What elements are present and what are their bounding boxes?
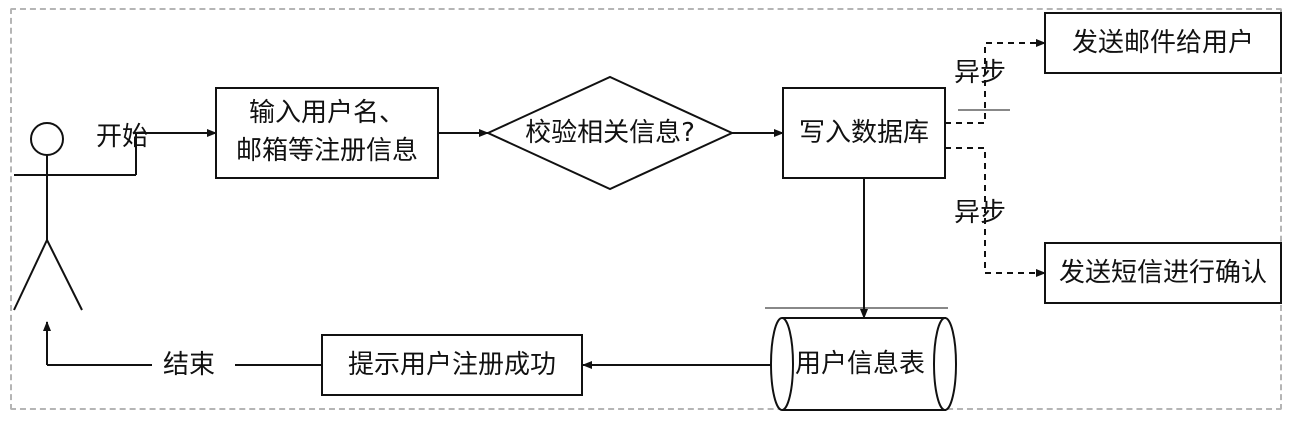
input-box-line-2: 邮箱等注册信息 [235, 136, 418, 166]
user-actor [13, 122, 136, 311]
async-label-bottom: 异步 [954, 198, 1007, 228]
verify-decision-label: 校验相关信息? [525, 118, 695, 148]
async-label-top: 异步 [954, 58, 1007, 88]
async-sms-connector [945, 147, 1046, 277]
write-db-label: 写入数据库 [798, 118, 929, 148]
send-sms-label: 发送短信进行确认 [1058, 258, 1267, 288]
end-connector [43, 321, 152, 366]
send-email-label: 发送邮件给用户 [1071, 28, 1254, 58]
send-email-box [1044, 12, 1282, 74]
success-message-label: 提示用户注册成功 [347, 350, 556, 380]
user-info-table-label: 用户信息表 [794, 349, 925, 379]
send-sms-box [1044, 242, 1282, 304]
async-email-connector [945, 39, 1046, 124]
start-connector [135, 129, 217, 175]
success-message-box [321, 334, 583, 396]
end-label: 结束 [163, 350, 216, 380]
start-label: 开始 [96, 122, 149, 152]
input-registration-box [215, 87, 439, 179]
input-box-line-1: 输入用户名、 [248, 98, 405, 128]
diagram-frame [10, 8, 1282, 410]
